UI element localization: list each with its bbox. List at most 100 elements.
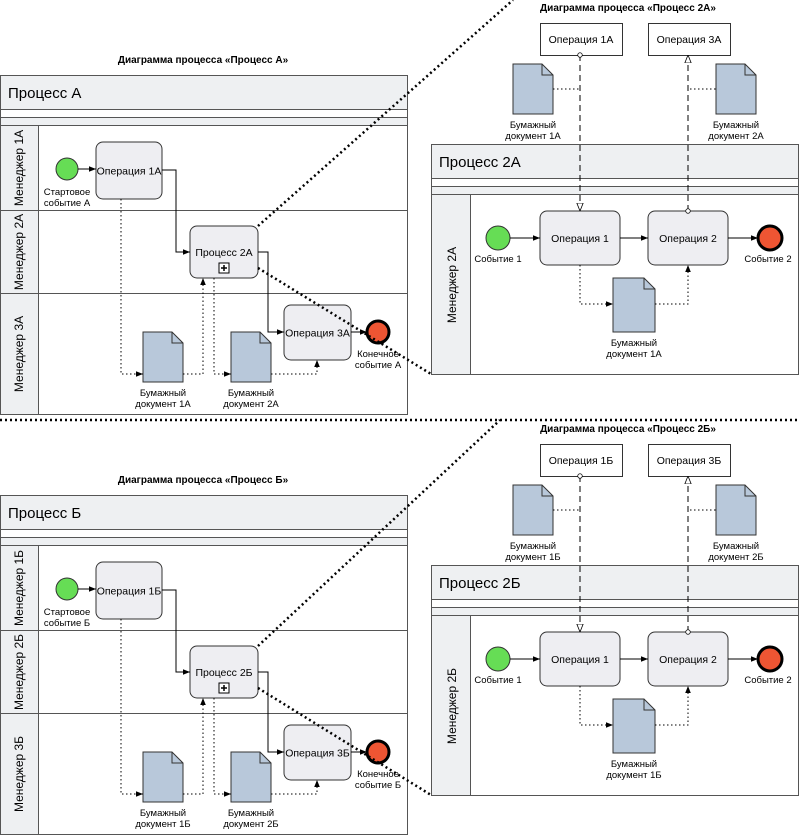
ext-document-in-fold [541,64,553,76]
ext-document-out-label-line2: документ 2Б [708,552,763,563]
lane-label-1: Менеджер 1Б [12,550,26,626]
detail-end-event [756,645,784,673]
end-event-label-line2: событие А [355,360,402,371]
document-1-label-line1: Бумажный [140,808,186,819]
ext-operation-in [540,444,623,477]
task-operation-1-label: Операция 1Б [97,586,162,598]
document-1-fold [171,332,183,344]
ext-operation-in-label: Операция 1А [549,34,614,46]
flow-task1-sub [162,589,190,675]
detail-document-fold [643,699,655,711]
ext-document-out-label-line2: документ 2А [708,131,764,142]
flow-sub-task3 [258,251,284,335]
diagram-title: Диаграмма процесса «Процесс А» [118,55,289,66]
detail-task-2-label: Операция 2 [659,654,717,666]
assoc-doc1-sub [183,278,206,375]
document-2-label-line1: Бумажный [228,808,274,819]
detail-pool-title: Процесс 2Б [439,575,521,592]
lane-label-3: Менеджер 3Б [12,736,26,812]
lane-header [0,630,39,714]
ext-document-in-label-line1: Бумажный [510,541,556,552]
document-2-label-line2: документ 2А [223,399,279,410]
detail-lane-label: Менеджер 2Б [445,668,459,744]
zoom-line-a-top [257,0,514,227]
ext-document-in-label-line1: Бумажный [510,120,556,131]
detail-task-1-label: Операция 1 [551,654,609,666]
lane-header [0,293,39,415]
detail-document-label-line1: Бумажный [611,338,657,349]
document-1-label-line2: документ 1Б [135,819,190,830]
subprocess-2-label: Процесс 2А [195,247,252,259]
task-operation-3-label: Операция 3А [285,328,350,340]
pool-title: Процесс Б [8,505,81,522]
detail-end-event-label: Событие 2 [744,675,791,686]
flow-task1-sub [162,169,190,255]
end-event-label-line1: Конечное [357,769,399,780]
ext-document-in-icon [512,484,554,536]
pool-header [0,495,408,530]
assoc-doc1-sub [183,698,206,795]
detail-document-label-line1: Бумажный [611,759,657,770]
detail-end-event [756,224,784,252]
end-event-label-line1: Конечное [357,349,399,360]
document-1-icon [142,331,184,383]
ext-operation-out-label: Операция 3А [657,34,722,46]
end-event [365,739,391,765]
detail-task-2-label: Операция 2 [659,233,717,245]
detail-document-fold [643,278,655,290]
subprocess-2-label: Процесс 2Б [195,667,252,679]
detail-lane-header [431,194,471,375]
document-1-label-line2: документ 1А [135,399,191,410]
pool-strip [0,117,408,126]
ext-operation-out [648,444,731,477]
start-event-label-line2: событие А [44,198,91,209]
start-event-label-line1: Стартовое [44,187,91,198]
task-operation-1-label: Операция 1А [97,166,162,178]
lane-label-3: Менеджер 3А [12,316,26,392]
lane-header [0,545,39,631]
detail-task-1-label: Операция 1 [551,233,609,245]
ext-document-in-icon [512,63,554,115]
detail-title: Диаграмма процесса «Процесс 2Б» [540,424,716,435]
detail-start-event-label: Событие 1 [474,675,521,686]
detail-start-event [485,646,511,672]
zoom-line-b-top [257,419,501,647]
ext-operation-out-label: Операция 3Б [657,455,722,467]
detail-assoc-task1-doc [579,265,613,307]
detail-pool-header [431,565,799,600]
document-1-fold [171,752,183,764]
plus-icon [221,265,227,271]
detail-pool-strip [431,186,799,195]
document-1-icon [142,751,184,803]
lane-label-2: Менеджер 2А [12,214,26,290]
lane-label-2: Менеджер 2Б [12,634,26,710]
ext-document-out-icon [715,63,757,115]
detail-document-label-line2: документ 1А [606,349,662,360]
detail-document-icon [612,698,656,754]
ext-operation-in-label: Операция 1Б [549,455,614,467]
detail-document-label-line2: документ 1Б [606,770,661,781]
start-event [55,577,79,601]
task-operation-3-label: Операция 3Б [285,748,350,760]
detail-pool-title: Процесс 2А [439,154,521,171]
lane-header [0,125,39,211]
flow-sub-task3 [258,671,284,755]
ext-document-in-label-line2: документ 1Б [505,552,560,563]
detail-lane-header [431,615,471,796]
ext-document-out-label-line1: Бумажный [713,120,759,131]
start-event [55,157,79,181]
document-2-icon [230,331,272,383]
ext-document-out-fold [744,485,756,497]
detail-pool-header [431,144,799,179]
detail-assoc-doc-task2 [655,686,691,726]
document-2-label-line1: Бумажный [228,388,274,399]
document-2-icon [230,751,272,803]
detail-end-event-label: Событие 2 [744,254,791,265]
detail-assoc-task1-doc [579,686,613,728]
detail-pool-strip [431,607,799,616]
pool-strip [0,537,408,546]
document-2-fold [259,752,271,764]
detail-document-icon [612,277,656,333]
ext-operation-out [648,23,731,56]
